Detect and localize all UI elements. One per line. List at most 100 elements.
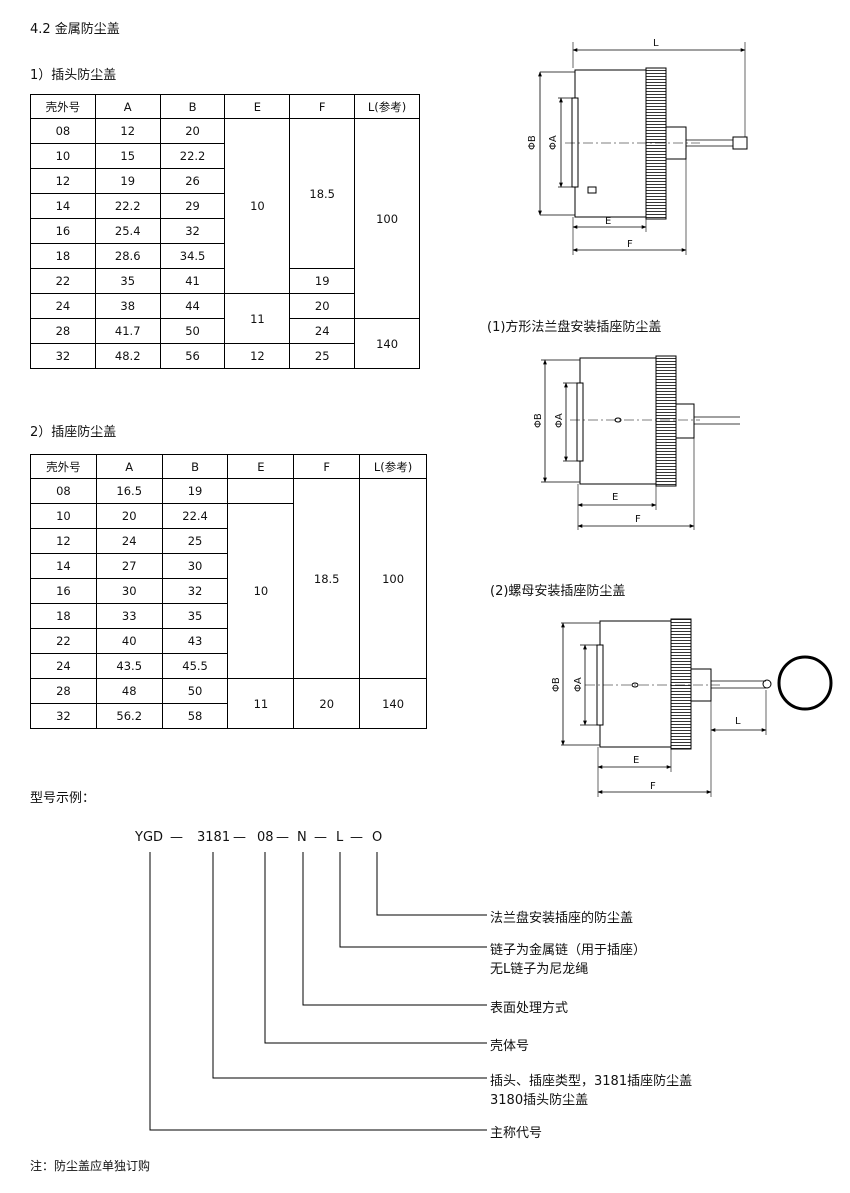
cell-a: 41.7 <box>94 318 161 344</box>
dim-label-e: E <box>605 216 611 227</box>
code-main: YGD <box>135 830 164 845</box>
col-header-shell: 壳外号 <box>30 454 97 479</box>
col-header-e: E <box>227 454 295 479</box>
table-row: 28 41.7 50 24 140 <box>30 318 420 369</box>
socket-spec-table: 壳外号 A B E F L(参考) 08 16.5 19 18.5 100 10… <box>30 454 427 729</box>
plug-cap-drawing <box>538 42 748 255</box>
dim-label-phib: ΦB <box>527 135 538 150</box>
table-row: 08 12 20 10 18.5 100 <box>30 118 420 319</box>
cell-e: 12 <box>224 343 291 369</box>
cell-l: 100 <box>354 118 420 319</box>
cell-b: 20 <box>159 118 226 144</box>
dim-label-f: F <box>650 781 656 792</box>
table-row: 32 48.2 56 12 25 <box>30 343 420 369</box>
code-surface: N <box>297 830 307 845</box>
desc-flange: 法兰盘安装插座的防尘盖 <box>490 911 634 926</box>
table-row: 12 19 26 <box>30 168 420 194</box>
cell-f: 25 <box>289 343 356 369</box>
dim-label-e: E <box>612 492 618 503</box>
code-chain: L <box>336 830 344 845</box>
dim-label-phib: ΦB <box>533 413 544 428</box>
figure-caption-flange: (1)方形法兰盘安装插座防尘盖 <box>487 320 662 335</box>
cell-a: 22.2 <box>94 193 161 219</box>
cell-a: 40 <box>95 628 163 654</box>
cell-a: 15 <box>94 143 161 169</box>
table-row: 18 33 35 <box>30 603 427 629</box>
section-title: 4.2 金属防尘盖 <box>30 22 120 37</box>
table-row: 18 28.6 34.5 <box>30 243 420 269</box>
cell-a: 48.2 <box>94 343 161 369</box>
cell-a: 20 <box>95 503 163 529</box>
cell-b: 45.5 <box>161 653 229 679</box>
code-flange: O <box>372 830 383 845</box>
code-type: 3181 <box>197 830 231 845</box>
desc-chain-alt: 无L链子为尼龙绳 <box>490 962 589 977</box>
code-dash: — <box>170 830 183 845</box>
table-row: 32 56.2 58 <box>30 703 427 729</box>
cell-l: 140 <box>359 678 427 729</box>
desc-shell: 壳体号 <box>490 1039 530 1054</box>
col-header-f: F <box>289 94 356 119</box>
col-header-b: B <box>161 454 229 479</box>
cell-b: 22.4 <box>161 503 229 529</box>
cell-b: 19 <box>161 478 229 504</box>
designation-leader-lines <box>149 852 487 1131</box>
cell-e: 10 <box>224 118 291 294</box>
dim-label-phia: ΦA <box>573 677 584 692</box>
cell-a: 12 <box>94 118 161 144</box>
cell-shell: 32 <box>30 343 96 369</box>
cell-shell: 28 <box>30 318 96 344</box>
cell-b: 22.2 <box>159 143 226 169</box>
cell-e: 11 <box>224 293 291 344</box>
table-row: 16 30 32 <box>30 578 427 604</box>
desc-chain: 链子为金属链（用于插座） <box>490 943 647 958</box>
table-row: 22 35 41 19 <box>30 268 420 294</box>
cell-b: 32 <box>161 578 229 604</box>
table-row: 28 48 50 11 20 140 <box>30 678 427 729</box>
cell-f: 19 <box>289 268 356 294</box>
cell-e <box>227 478 295 504</box>
footnote: 注：防尘盖应单独订购 <box>30 1159 151 1173</box>
nut-socket-cap-drawing <box>561 618 833 797</box>
desc-surface: 表面处理方式 <box>490 1001 569 1016</box>
dim-label-f: F <box>635 514 641 525</box>
dim-label-e: E <box>633 755 639 766</box>
cell-a: 30 <box>95 578 163 604</box>
cell-a: 19 <box>94 168 161 194</box>
cell-a: 56.2 <box>95 703 163 729</box>
model-example-title: 型号示例： <box>30 791 96 806</box>
cell-b: 43 <box>161 628 229 654</box>
cell-shell: 18 <box>30 603 97 629</box>
col-header-a: A <box>94 94 161 119</box>
table-row: 24 38 44 11 20 <box>30 293 420 344</box>
cell-e: 10 <box>227 503 295 679</box>
cell-a: 24 <box>95 528 163 554</box>
cell-l: 140 <box>354 318 420 369</box>
cell-shell: 10 <box>30 503 97 529</box>
cell-a: 28.6 <box>94 243 161 269</box>
cell-b: 30 <box>161 553 229 579</box>
dim-label-phia: ΦA <box>554 413 565 428</box>
plug-table-title: 1）插头防尘盖 <box>30 68 117 83</box>
code-dash: — <box>350 830 363 845</box>
cell-f: 18.5 <box>293 478 361 679</box>
cell-shell: 18 <box>30 243 96 269</box>
cell-b: 44 <box>159 293 226 319</box>
cell-shell: 08 <box>30 478 97 504</box>
code-shell: 08 <box>257 830 274 845</box>
col-header-l: L(参考) <box>359 454 427 479</box>
flange-socket-cap-drawing <box>541 355 740 530</box>
desc-type-alt: 3180插头防尘盖 <box>490 1093 589 1108</box>
desc-main: 主称代号 <box>490 1126 543 1141</box>
code-dash: — <box>314 830 327 845</box>
cell-b: 56 <box>159 343 226 369</box>
cell-shell: 22 <box>30 628 97 654</box>
plug-spec-table: 壳外号 A B E F L(参考) 08 12 20 10 18.5 100 1… <box>30 94 420 369</box>
table-row: 08 16.5 19 18.5 100 <box>30 478 427 679</box>
dim-label-phia: ΦA <box>548 135 559 150</box>
cell-f: 20 <box>289 293 356 319</box>
code-dash: — <box>233 830 246 845</box>
dim-label-l: L <box>735 716 741 727</box>
cell-b: 29 <box>159 193 226 219</box>
